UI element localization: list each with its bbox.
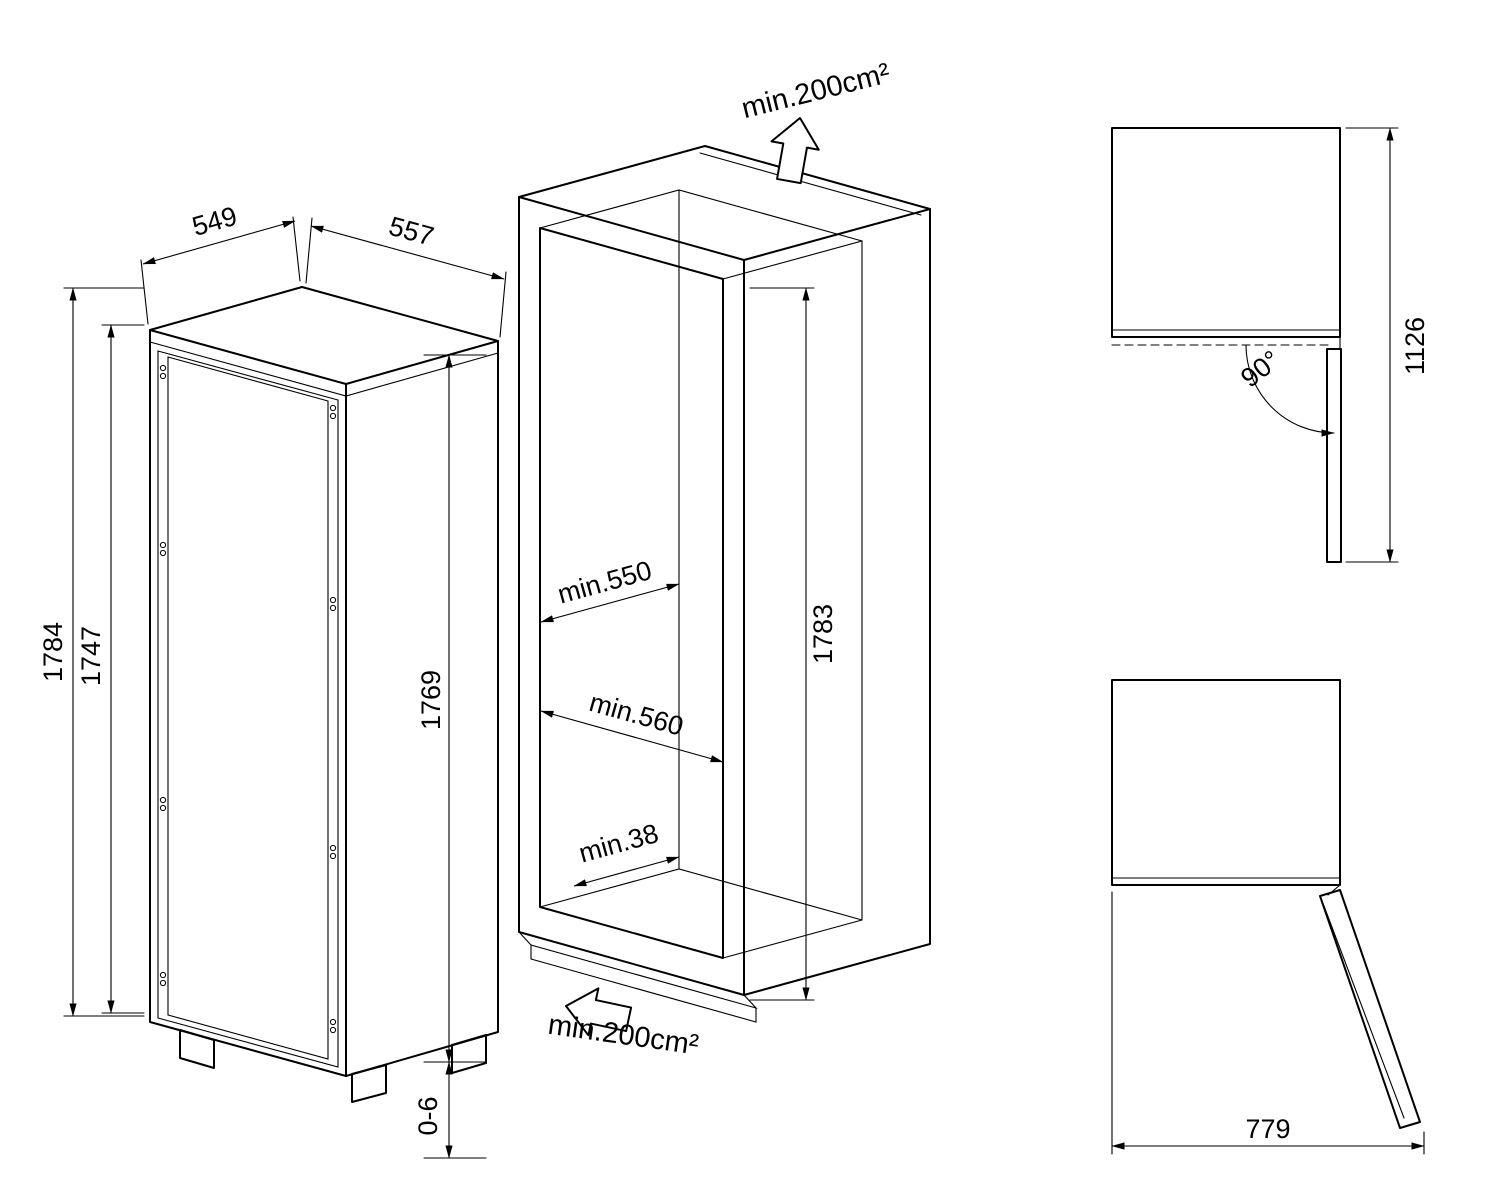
door-face-line	[1323, 905, 1405, 1119]
dim-niche-depth-550: min.550	[540, 555, 680, 623]
dim-depth-549-label: 549	[189, 201, 241, 242]
top-vent-label: min.200cm²	[738, 57, 893, 125]
dim-height-1747-label: 1747	[76, 626, 106, 686]
top-vent-arrow-icon	[770, 117, 820, 185]
dim-niche-width-560: min.560	[540, 687, 724, 763]
niche-isometric-view: min.200cm² min.200cm² min.550 min.560 mi…	[518, 57, 931, 1062]
dim-open-width-779-label: 779	[1245, 1114, 1290, 1144]
appliance-foot	[179, 1029, 215, 1069]
door-swing-top-view: 90° 1126	[1111, 127, 1430, 563]
niche-interior-lines	[539, 189, 863, 959]
dim-width-557: 557	[305, 211, 507, 338]
appliance-isometric-view: 549 557 1784 1747 1769 0-	[38, 201, 507, 1159]
appliance-top-face	[149, 286, 499, 385]
dim-feet-0-6-label: 0-6	[413, 1096, 443, 1135]
appliance-top-edge-detail	[149, 341, 499, 397]
appliance-foot	[451, 1034, 487, 1074]
niche-top-vent-slot	[699, 152, 922, 216]
dim-depth-1126-label: 1126	[1400, 317, 1430, 375]
door-open-top-view: 779	[1111, 679, 1425, 1155]
niche-plinth	[518, 931, 758, 1023]
dim-niche-width-560-label: min.560	[586, 687, 687, 742]
door-swing-angle-label: 90°	[1235, 345, 1286, 394]
dim-height-1747: 1747	[76, 324, 145, 1014]
cabinet-top-view-outline	[1111, 127, 1341, 338]
door-screw-holes	[159, 364, 337, 1034]
bottom-vent-arrow-icon	[565, 987, 633, 1037]
dim-depth-1126: 1126	[1345, 127, 1430, 563]
dim-depth-549: 549	[140, 201, 301, 325]
dim-height-1784: 1784	[38, 287, 145, 1017]
dim-width-557-label: 557	[386, 211, 437, 252]
dim-height-1769: 1769	[416, 354, 487, 1063]
dim-open-width-779: 779	[1111, 891, 1425, 1155]
cabinet-top-view-outline	[1111, 679, 1341, 886]
appliance-foot	[351, 1064, 387, 1103]
door-open-wide	[1319, 889, 1421, 1129]
dim-niche-depth-550-label: min.550	[554, 555, 655, 609]
appliance-door-panel	[167, 356, 329, 1060]
door-swing-arc	[1245, 344, 1335, 437]
door-open-90	[1326, 348, 1342, 563]
dim-height-1769-label: 1769	[416, 670, 446, 730]
dim-height-1784-label: 1784	[38, 622, 68, 682]
dim-rear-gap-38: min.38	[573, 818, 680, 887]
hinge-detail	[1327, 884, 1341, 896]
dim-rear-gap-38-label: min.38	[576, 818, 662, 868]
dim-niche-height-1783-label: 1783	[808, 604, 838, 664]
dim-feet-0-6: 0-6	[413, 1061, 487, 1159]
appliance-door-frame	[157, 350, 339, 1068]
dim-niche-height-1783: 1783	[749, 287, 838, 1001]
